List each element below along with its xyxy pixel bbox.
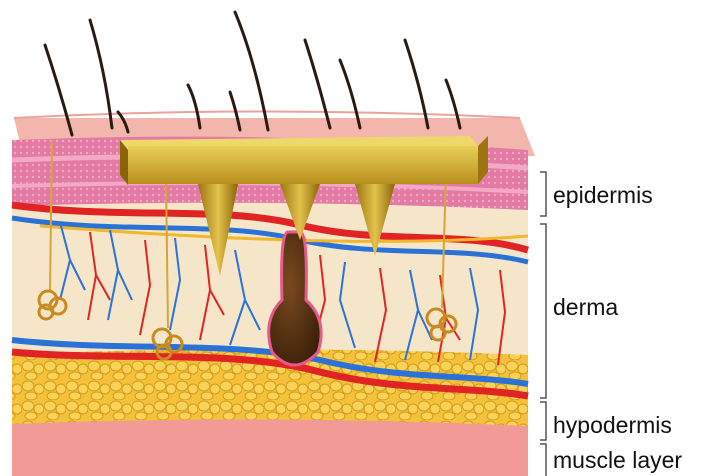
hair-icon xyxy=(340,60,360,128)
label-muscle-layer: muscle layer xyxy=(553,449,682,472)
label-hypodermis: hypodermis xyxy=(553,414,672,437)
hair-icon xyxy=(90,20,112,128)
muscle-layer-region xyxy=(12,415,528,476)
hair-icon xyxy=(305,40,330,128)
epidermis-bracket xyxy=(540,172,546,216)
muscle-bracket xyxy=(540,444,546,476)
label-epidermis: epidermis xyxy=(553,184,653,207)
derma-bracket xyxy=(540,224,546,398)
hypodermis-bracket xyxy=(540,402,546,440)
label-derma: derma xyxy=(553,296,618,319)
